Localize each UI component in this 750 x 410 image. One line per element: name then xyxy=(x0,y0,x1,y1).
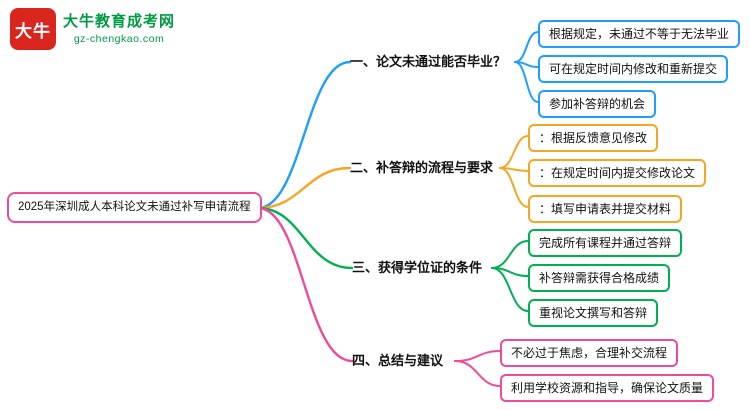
leaf-node: 利用学校资源和指导，确保论文质量 xyxy=(500,374,715,402)
edge-branch1-leaf3 xyxy=(514,61,539,103)
edge-branch2-leaf1 xyxy=(499,135,529,169)
edge-root-branch3 xyxy=(256,206,354,270)
edge-branch3-leaf1 xyxy=(491,240,529,269)
edge-root-branch1 xyxy=(256,60,352,210)
logo-icon: 大牛 xyxy=(10,8,56,50)
leaf-node: 重视论文撰写和答辩 xyxy=(528,299,659,327)
branch-3-label: 三、获得学位证的条件 xyxy=(352,260,483,275)
logo-text-block: 大牛教育成考网 gz-chengkao.com xyxy=(63,13,175,45)
branch-4-label: 四、总结与建议 xyxy=(352,353,444,368)
logo-site-url: gz-chengkao.com xyxy=(73,33,165,45)
edge-branch4-leaf2 xyxy=(454,360,501,387)
leaf-node: ：填写申请表并提交材料 xyxy=(528,195,683,223)
leaf-node: 不必过于焦虑，合理补交流程 xyxy=(500,339,679,367)
leaf-node: 完成所有课程并通过答辩 xyxy=(528,229,683,257)
edge-root-branch2 xyxy=(256,166,352,210)
leaf-node: 可在规定时间内修改和重新提交 xyxy=(538,55,729,83)
leaf-node: 根据规定，未通过不等于无法毕业 xyxy=(538,20,741,48)
root-node: 2025年深圳成人本科论文未通过补写申请流程 xyxy=(7,192,262,223)
site-logo: 大牛 大牛教育成考网 gz-chengkao.com xyxy=(10,8,175,50)
logo-site-name: 大牛教育成考网 xyxy=(63,13,176,30)
branch-1-label: 一、论文未通过能否毕业？ xyxy=(350,54,507,69)
leaf-node: ：根据反馈意见修改 xyxy=(528,124,659,152)
logo-icon-text: 大牛 xyxy=(15,21,51,41)
leaf-node: 补答辩需获得合格成绩 xyxy=(528,264,671,292)
branch-2-label: 二、补答辩的流程与要求 xyxy=(350,160,494,175)
edge-branch2-leaf3 xyxy=(499,167,529,208)
edge-branch4-leaf1 xyxy=(454,350,501,362)
edge-branch3-leaf3 xyxy=(491,267,529,312)
edge-root-branch4 xyxy=(256,206,354,363)
leaf-node: ：在规定时间内提交修改论文 xyxy=(528,159,707,187)
edge-branch1-leaf1 xyxy=(514,31,539,63)
leaf-node: 参加补答辩的机会 xyxy=(538,90,657,118)
